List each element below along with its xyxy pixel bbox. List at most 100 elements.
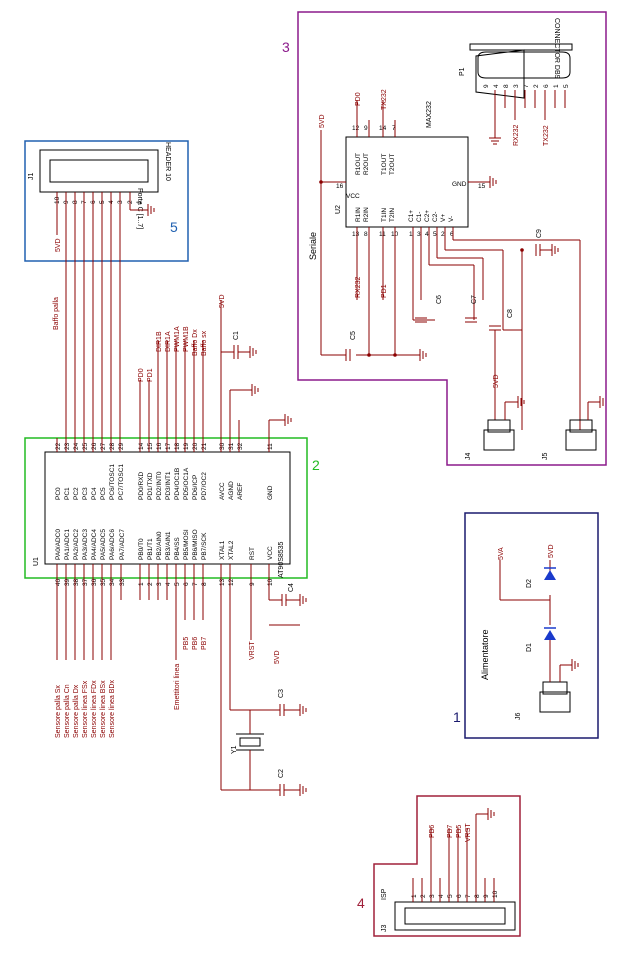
net-tx232-db9: TX232 <box>543 125 550 146</box>
net-pb5-u1: PB5 <box>183 637 190 650</box>
db9-pin-number: 9 <box>483 84 490 88</box>
net-vrst-u1: VRST <box>249 641 256 660</box>
u1-pin-number: 4 <box>165 582 172 586</box>
svg-text:3: 3 <box>417 231 421 238</box>
agnd-ground <box>251 384 259 396</box>
net-5vd-vcc: 5VD <box>274 650 281 664</box>
u1-pin-number: 11 <box>267 443 274 450</box>
svg-text:V+: V+ <box>440 214 447 222</box>
c8-capacitor <box>489 325 501 331</box>
u1-pin-name: PD5/OC1A <box>183 467 190 500</box>
net-pb7-isp: PB7 <box>447 825 454 838</box>
net-5vd-c8: 5VD <box>493 374 500 388</box>
alimentatore-label: Alimentatore <box>480 629 490 680</box>
svg-text:R1OUT: R1OUT <box>355 153 362 175</box>
j3-pin-number: 5 <box>447 894 454 898</box>
svg-text:5: 5 <box>433 231 437 238</box>
u1-pin-number: 17 <box>165 442 172 450</box>
u1-pin-number: 14 <box>138 442 145 450</box>
u1-pin-number: 9 <box>249 582 256 586</box>
c2-ground <box>299 784 307 796</box>
sensor-label: Sensore linea FDx <box>91 680 98 738</box>
gnd-u1-ground <box>269 414 292 426</box>
db9-flange <box>469 43 573 51</box>
u1-pin-name: PA1/ADC1 <box>64 529 71 560</box>
c4-ground <box>299 594 307 606</box>
u1-pin-number: 33 <box>119 578 126 586</box>
c6-capacitor <box>415 317 427 323</box>
j3-pin-number: 4 <box>438 894 445 898</box>
u1-pin-name: PD1/TXD <box>147 472 154 500</box>
u1-pin-name: PD2/INT0 <box>156 471 163 500</box>
u1-pin-name: PC5 <box>100 487 107 500</box>
db9-label: CONNECTOR DB9 <box>553 18 560 79</box>
j3-pin-number: 6 <box>456 894 463 898</box>
sensor-label: Sensore linea BSx <box>100 680 107 738</box>
svg-text:9: 9 <box>364 125 368 132</box>
u1-pin-name: PB0/T0 <box>138 538 145 560</box>
net-pd0-u2: PD0 <box>355 92 362 106</box>
db9-pin-number: 4 <box>493 84 500 88</box>
j1-ref: J1 <box>28 173 35 181</box>
j3-pin-number: 2 <box>420 894 427 898</box>
net-pb6-u1: PB6 <box>192 637 199 650</box>
svg-text:T1OUT: T1OUT <box>381 154 388 175</box>
j3-ref: J3 <box>381 925 388 933</box>
u1-right-pins: PA0/ADC040PA1/ADC139PA2/ADC238PA3/ADC337… <box>55 529 274 586</box>
u1-pin-name: PA7/ADC7 <box>119 529 126 560</box>
net-pwm1b: PWM1B <box>183 326 190 352</box>
c7-ref: C7 <box>471 295 478 304</box>
svg-text:15: 15 <box>478 183 486 190</box>
c9-ground <box>551 244 559 256</box>
net-dir1b: DIR1B <box>156 331 163 352</box>
power-wires <box>499 560 572 682</box>
svg-text:VCC: VCC <box>346 193 360 200</box>
u1-pin-name: PD4/OC1B <box>174 468 181 500</box>
j1-wires <box>56 192 148 438</box>
svg-text:C2+: C2+ <box>424 210 431 222</box>
u1-porta-wires <box>56 578 122 660</box>
u1-pin-number: 2 <box>147 582 154 586</box>
u1-pin-name: PD7/OC2 <box>201 472 208 500</box>
net-pb5-isp: PB5 <box>456 825 463 838</box>
svg-text:6: 6 <box>450 231 454 238</box>
svg-text:1: 1 <box>409 231 413 238</box>
p1-ref: P1 <box>459 67 466 76</box>
db9-pin-number: 2 <box>533 84 540 88</box>
svg-text:4: 4 <box>425 231 429 238</box>
net-tx232-u2: TX232 <box>381 89 388 110</box>
net-pd1-u2: PD1 <box>381 284 388 298</box>
u1-pin-number: 35 <box>100 578 107 586</box>
u1-pin-number: 13 <box>219 578 226 586</box>
seriale-label: Seriale <box>308 232 318 260</box>
db9-pin-number: 8 <box>503 84 510 88</box>
u1-pin-name: AVCC <box>219 482 226 500</box>
u1-pin-number: 1 <box>138 582 145 586</box>
svg-text:T1IN: T1IN <box>381 208 388 222</box>
u1-pin-number: 30 <box>219 442 226 450</box>
j1-inner <box>49 159 149 183</box>
isp-wires <box>412 813 495 902</box>
svg-text:12: 12 <box>352 125 360 132</box>
j1-label: Porta C [1..7] <box>136 188 143 229</box>
u1-pin-name: PD6/ICP <box>192 475 199 500</box>
u1-pin-number: 28 <box>109 442 116 450</box>
j5-ref: J5 <box>542 453 549 461</box>
j3-pin-number: 7 <box>465 894 472 898</box>
block-1-outline <box>464 512 599 739</box>
u2-ref: U2 <box>335 205 342 214</box>
u1-pin-number: 32 <box>237 442 244 450</box>
u1-pin-name: AREF <box>237 483 244 500</box>
svg-text:T2OUT: T2OUT <box>389 154 396 175</box>
net-pwm1a: PWM1A <box>174 326 181 352</box>
u1-pin-name: PA5/ADC5 <box>100 529 107 560</box>
db9-shell <box>475 49 525 99</box>
j3-pin-number: 3 <box>429 894 436 898</box>
header10-label: HEADER 10 <box>164 142 171 181</box>
u1-pin-name: PA4/ADC4 <box>91 529 98 560</box>
y1-crystal <box>239 737 261 747</box>
svg-text:7: 7 <box>392 125 396 132</box>
net-5va: 5VA <box>498 547 505 560</box>
c8-ref: C8 <box>507 309 514 318</box>
